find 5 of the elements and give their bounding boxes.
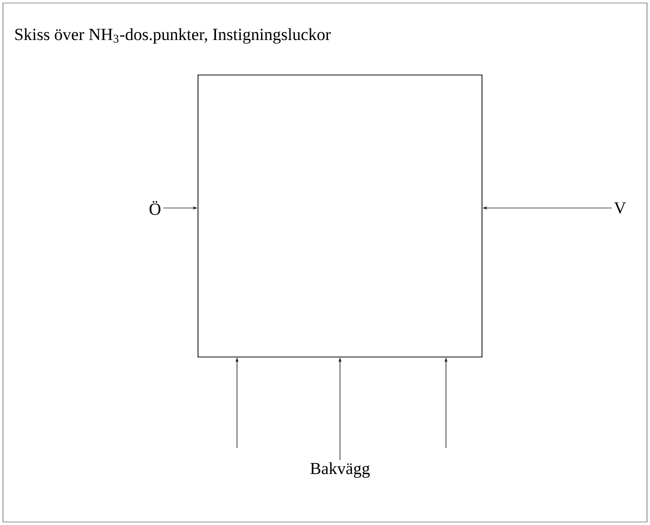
text-label: V	[614, 202, 626, 214]
title: Skiss över NH$_{3}$-dos.punkter, Instigningsluckor	[15, 28, 331, 44]
text-label: Bakvägg	[310, 462, 370, 478]
text-label: Ö	[150, 201, 160, 215]
square-box	[198, 74, 482, 358]
